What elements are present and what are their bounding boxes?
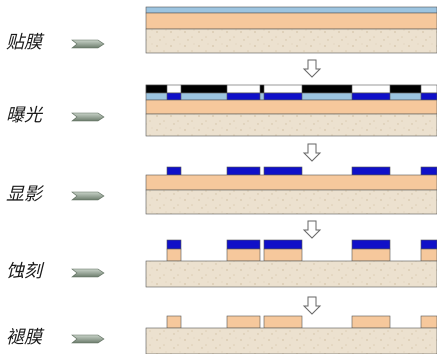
mask-segment — [145, 84, 168, 94]
step-label-etch: 蚀刻 — [6, 261, 42, 282]
copper-trace — [263, 315, 303, 329]
copper-trace — [166, 315, 182, 329]
copper-layer — [145, 174, 437, 191]
right-arrow-icon — [71, 334, 105, 344]
step-label-film: 贴膜 — [6, 32, 42, 53]
exposed-resist — [420, 92, 437, 101]
right-arrow-icon — [71, 191, 105, 201]
mask-segment — [180, 84, 228, 94]
copper-trace — [166, 248, 182, 262]
exposed-resist — [166, 92, 182, 101]
resist-pattern — [420, 166, 437, 176]
down-arrow-icon — [302, 220, 322, 239]
resist-pattern — [263, 166, 303, 176]
copper-trace — [263, 248, 303, 262]
copper-trace — [226, 248, 261, 262]
substrate-layer — [145, 113, 437, 137]
substrate-layer — [145, 28, 437, 54]
step-label-develop: 显影 — [6, 184, 42, 205]
down-arrow-icon — [302, 296, 322, 315]
mask-segment — [301, 84, 353, 94]
right-arrow-icon — [71, 268, 105, 278]
resist-pattern — [351, 166, 391, 176]
substrate-layer — [145, 189, 437, 215]
copper-trace — [226, 315, 261, 329]
copper-layer — [145, 99, 437, 115]
resist-pattern — [166, 239, 182, 250]
exposed-resist — [226, 92, 261, 101]
resist-pattern — [166, 166, 182, 176]
copper-trace — [420, 315, 437, 329]
step-label-expose: 曝光 — [6, 105, 42, 126]
copper-trace — [420, 248, 437, 262]
resist-pattern — [226, 239, 261, 250]
copper-layer — [145, 12, 437, 30]
resist-pattern — [351, 239, 391, 250]
right-arrow-icon — [71, 39, 105, 49]
exposed-resist — [263, 92, 303, 101]
copper-trace — [351, 248, 391, 262]
resist-pattern — [420, 239, 437, 250]
down-arrow-icon — [302, 59, 322, 78]
mask-segment — [389, 84, 422, 94]
copper-trace — [351, 315, 391, 329]
right-arrow-icon — [71, 112, 105, 122]
down-arrow-icon — [302, 143, 322, 162]
substrate-layer — [145, 327, 437, 354]
mask-segment — [259, 84, 265, 94]
resist-pattern — [263, 239, 303, 250]
step-label-strip: 褪膜 — [6, 327, 42, 348]
resist-pattern — [226, 166, 261, 176]
exposed-resist — [351, 92, 391, 101]
film-layer — [145, 6, 437, 14]
substrate-layer — [145, 260, 437, 288]
